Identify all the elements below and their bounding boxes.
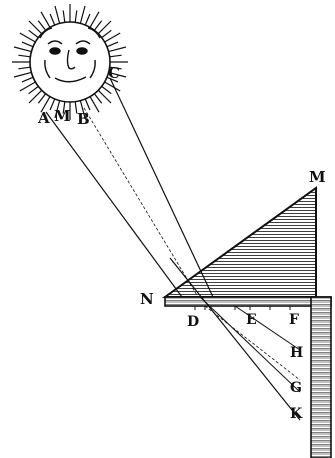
- sun-ray: [79, 5, 86, 24]
- sun-ray: [79, 100, 86, 119]
- sun-ray: [108, 46, 127, 53]
- sun-ray: [28, 89, 43, 104]
- label-E: E: [246, 312, 257, 328]
- sun-ray: [18, 54, 31, 58]
- ray-upper-edge: [109, 77, 214, 298]
- sun-ray: [54, 5, 61, 24]
- sun-ray: [104, 81, 121, 92]
- sun-ray: [28, 85, 39, 95]
- sun-ray: [106, 76, 119, 83]
- sun-ray: [97, 89, 112, 104]
- sun-ray: [84, 13, 91, 26]
- sun-ray: [74, 101, 78, 114]
- sun-face: [39, 27, 101, 83]
- label-A: A: [37, 109, 50, 127]
- sun-ray: [97, 20, 112, 35]
- sun-ray: [37, 93, 47, 104]
- sun-ray: [109, 66, 122, 70]
- sun-ray: [89, 11, 100, 28]
- light-rays: [45, 77, 301, 421]
- sun-ray: [101, 29, 112, 39]
- label-M-sun: M: [54, 107, 71, 125]
- sun-ray: [18, 66, 31, 70]
- sun-ray: [84, 98, 91, 111]
- table: [164, 296, 332, 458]
- sun-ray: [28, 20, 43, 35]
- sun-ray: [104, 32, 121, 43]
- sun: A M B C: [12, 4, 128, 128]
- ray-to-G: [199, 296, 301, 393]
- sun-ray: [49, 13, 56, 26]
- sun-ray: [13, 46, 32, 53]
- sun-ray: [106, 41, 119, 48]
- sun-ray: [89, 96, 100, 113]
- sun-ray: [93, 93, 103, 104]
- sun-ray: [40, 96, 51, 113]
- sun-ray: [101, 85, 112, 95]
- sun-ray: [62, 10, 66, 23]
- sun-ray: [28, 29, 39, 39]
- label-G: G: [290, 380, 302, 396]
- sun-ray: [74, 10, 78, 23]
- label-N: N: [140, 290, 154, 308]
- sun-ray: [62, 101, 66, 114]
- sun-ray: [54, 100, 61, 119]
- sun-ray: [108, 71, 127, 78]
- sun-ray: [49, 98, 56, 111]
- ray-to-H: [234, 305, 301, 351]
- ray-dotted-lower: [204, 305, 301, 381]
- label-K: K: [290, 406, 303, 422]
- sun-ray: [40, 11, 51, 28]
- sun-ray: [37, 20, 47, 31]
- sun-ray: [21, 76, 34, 83]
- label-C: C: [108, 64, 120, 82]
- sun-ray: [93, 20, 103, 31]
- ray-central: [83, 107, 199, 298]
- ray-to-K: [169, 257, 301, 421]
- sun-ray: [19, 32, 36, 43]
- label-D: D: [187, 314, 199, 330]
- ray-lower-edge: [45, 111, 183, 298]
- sun-ray: [13, 71, 32, 78]
- label-H: H: [290, 345, 303, 361]
- sun-ray: [21, 41, 34, 48]
- label-M: M: [309, 168, 326, 186]
- label-F: F: [289, 312, 299, 328]
- sun-ray: [19, 81, 36, 92]
- label-B: B: [77, 110, 90, 128]
- sun-rays: [12, 4, 128, 120]
- sun-ray: [109, 54, 122, 58]
